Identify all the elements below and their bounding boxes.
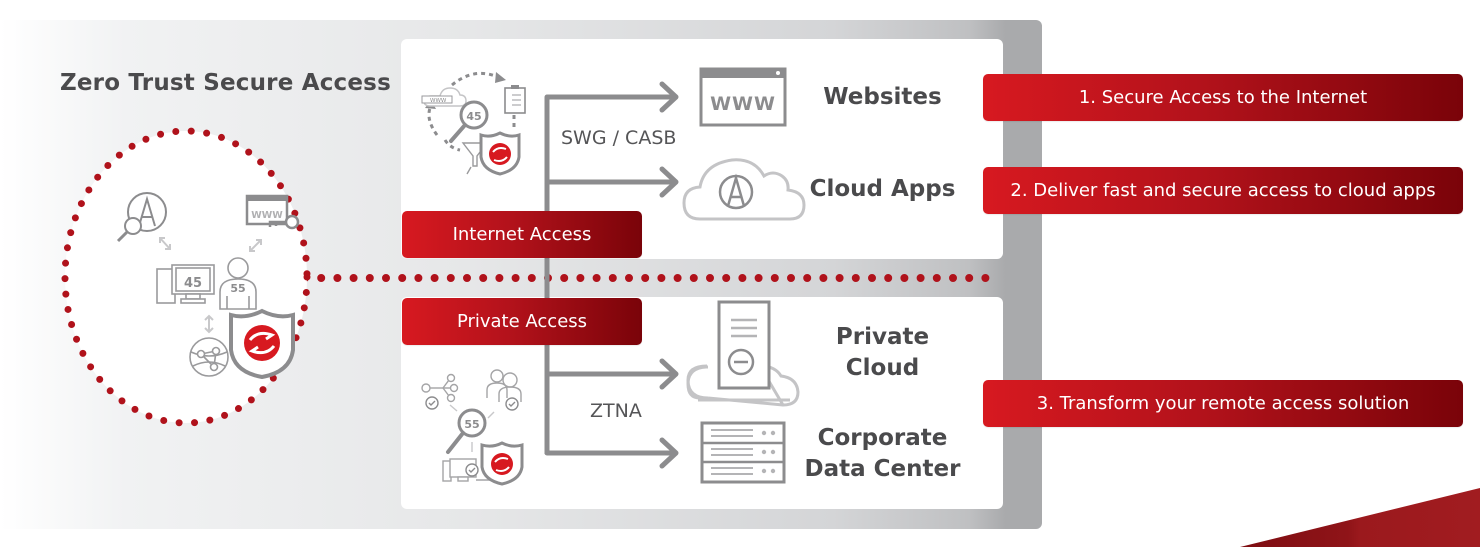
destination-data-center-label: Corporate Data Center: [790, 423, 975, 485]
svg-text:WWW: WWW: [710, 93, 776, 115]
double-arrow-icon: [159, 237, 171, 250]
www-key-icon: WWW: [245, 194, 300, 230]
private-cloud-server-icon: [686, 300, 800, 407]
double-arrow-icon: [249, 239, 262, 252]
shield-logo-icon: [229, 308, 295, 380]
decorative-swoosh: [1240, 488, 1480, 547]
private-access-illustration: [421, 369, 522, 482]
cloud-app-icon: [682, 158, 806, 221]
ztna-label: ZTNA: [590, 400, 642, 422]
private-magnifier-icon: 55: [446, 408, 487, 454]
user-icon: 55: [219, 257, 257, 310]
label-line: Corporate: [817, 425, 948, 451]
svg-text:WWW: WWW: [430, 98, 447, 104]
diagram-title: Zero Trust Secure Access: [60, 70, 391, 96]
network-globe-icon: [189, 337, 229, 377]
arrow-to-cloud-apps: [544, 166, 679, 198]
outcome-banner: 3. Transform your remote access solution: [983, 380, 1463, 427]
private-access-badge: Private Access: [402, 298, 642, 345]
www-browser-icon: WWW: [699, 67, 787, 127]
swg-casb-label: SWG / CASB: [561, 127, 677, 149]
svg-text:WWW: WWW: [251, 210, 283, 221]
destination-private-cloud-label: Private Cloud: [800, 322, 965, 384]
svg-text:55: 55: [464, 418, 479, 431]
svg-text:55: 55: [230, 282, 245, 295]
destination-websites-label: Websites: [823, 84, 942, 110]
arrow-to-private-cloud: [544, 358, 679, 390]
svg-text:45: 45: [184, 276, 202, 291]
destination-cloud-apps-label: Cloud Apps: [809, 176, 956, 202]
internet-access-illustration: WWW 45: [421, 71, 526, 176]
label-line: Private: [835, 324, 930, 350]
outcome-banner: 2. Deliver fast and secure access to clo…: [983, 167, 1463, 214]
label-line: Data Center: [804, 456, 961, 482]
app-search-icon: [116, 192, 167, 243]
private-shield-icon: [480, 441, 524, 486]
svg-text:45: 45: [466, 110, 481, 123]
vertical-double-arrow-icon: [204, 314, 214, 334]
server-rack-icon: [700, 421, 786, 484]
outcome-banner: 1. Secure Access to the Internet: [983, 74, 1463, 121]
label-line: Cloud: [845, 355, 920, 381]
internet-access-badge: Internet Access: [402, 211, 642, 258]
arrow-to-websites: [544, 81, 679, 113]
arrow-to-data-center: [544, 437, 679, 469]
desktop-icon: 45: [156, 264, 215, 304]
